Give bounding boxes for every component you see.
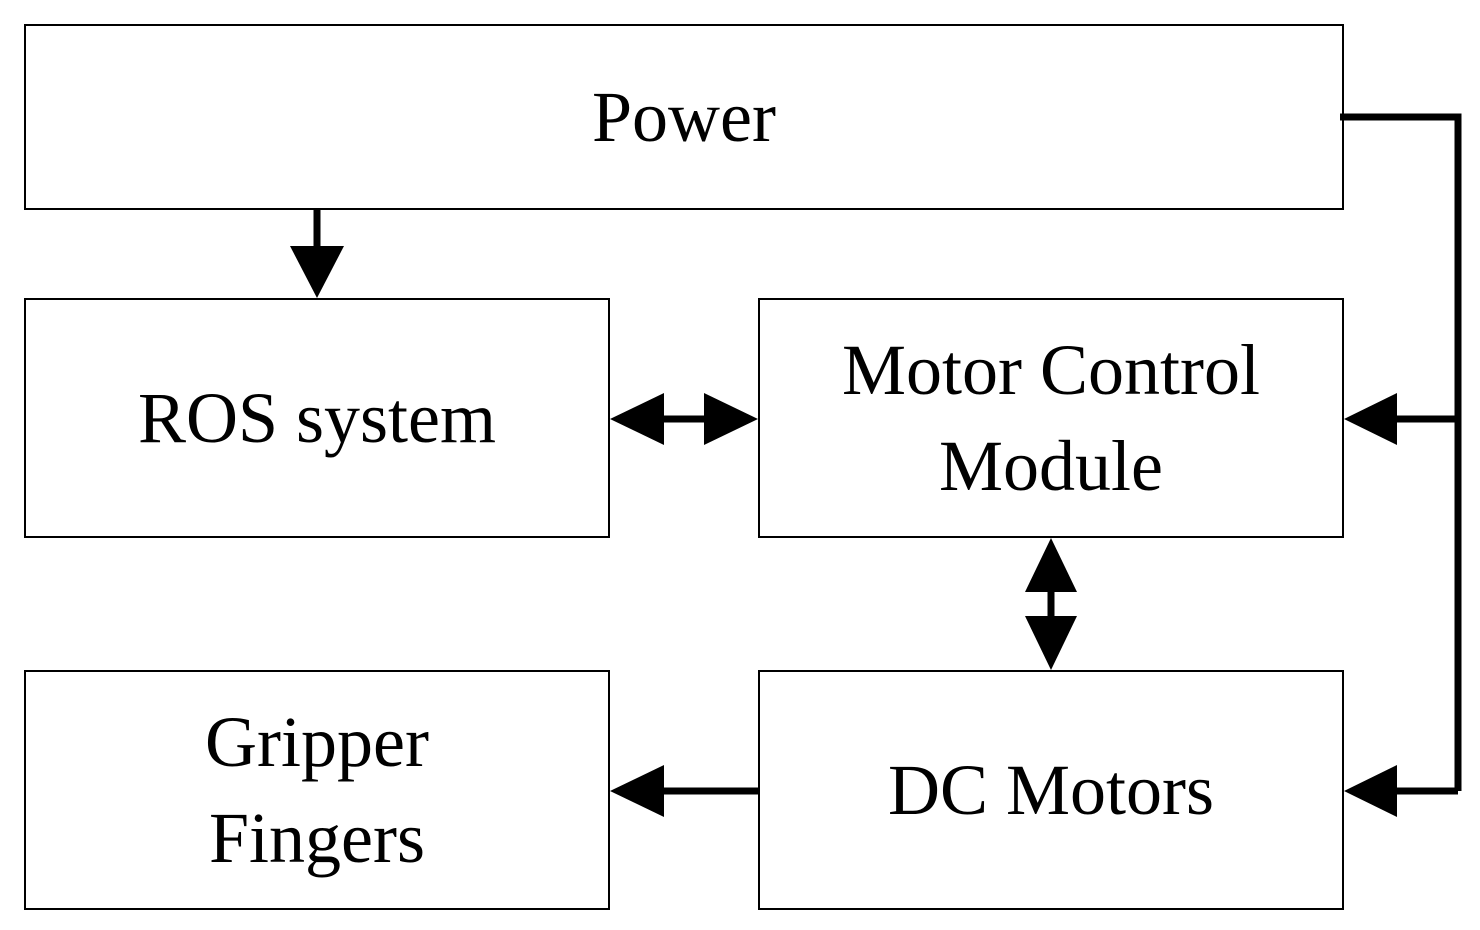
gripper-fingers-label: Gripper Fingers (205, 702, 429, 878)
power-to-motor-control-arrow (1344, 393, 1458, 445)
ros-system-block: ROS system (24, 298, 610, 538)
dc-motors-label: DC Motors (887, 750, 1215, 830)
dc-motors-to-gripper-arrow (610, 765, 760, 817)
gripper-fingers-block: Gripper Fingers (24, 670, 610, 910)
power-block: Power (24, 24, 1344, 210)
power-to-ros-arrow (290, 210, 344, 298)
motor-control-module-block: Motor Control Module (758, 298, 1344, 538)
power-label: Power (592, 77, 776, 157)
motor-control-module-label: Motor Control Module (841, 330, 1260, 506)
power-bus-line (1340, 113, 1462, 791)
power-to-dc-motors-arrow (1344, 765, 1458, 817)
dc-motors-block: DC Motors (758, 670, 1344, 910)
ros-system-label: ROS system (137, 378, 497, 458)
motor-control-dc-motors-bidirectional-arrow (1025, 538, 1077, 670)
ros-motor-control-bidirectional-arrow (610, 393, 758, 445)
